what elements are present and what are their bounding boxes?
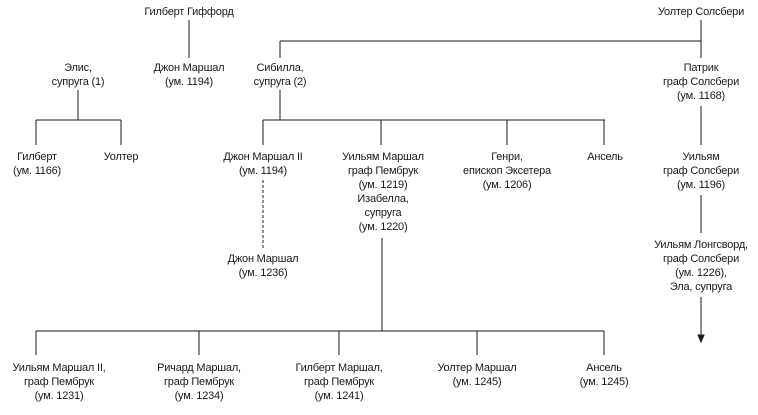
person-label-line: Джон Маршал bbox=[227, 253, 299, 265]
person-label-line: Джон Маршал bbox=[153, 62, 225, 74]
person-william-marshal-ii: Уильям Маршал II, граф Пембрук (ум. 1231) bbox=[12, 361, 105, 403]
person-label-line: Эла, супруга bbox=[669, 281, 733, 293]
person-label-line: Элис, bbox=[64, 62, 92, 74]
person-label-line: Гилберт bbox=[17, 151, 57, 163]
person-label-line: граф Солсбери bbox=[662, 76, 740, 88]
person-richard-marshal: Ричард Маршал, граф Пембрук (ум. 1234) bbox=[157, 361, 241, 403]
person-walter-salisbury: Уолтер Солсбери bbox=[658, 5, 744, 19]
person-label-line: Патрик bbox=[683, 62, 719, 74]
person-ansel-1245: Ансель (ум. 1245) bbox=[580, 361, 629, 389]
person-walter: Уолтер bbox=[104, 150, 139, 164]
person-john-marshal: Джон Маршал (ум. 1194) bbox=[154, 61, 225, 89]
person-label-line: Сибилла, bbox=[256, 62, 304, 74]
person-label-line: Уолтер Маршал bbox=[437, 362, 517, 374]
person-label-line: Изабелла, bbox=[357, 193, 409, 205]
person-william-salisbury: Уильям граф Солсбери (ум. 1196) bbox=[663, 150, 739, 192]
person-ansel: Ансель bbox=[587, 150, 623, 164]
person-john-marshal-ii: Джон Маршал II (ум. 1194) bbox=[223, 150, 303, 178]
person-label-line: Уильям bbox=[682, 151, 720, 163]
person-label-line: Гилберт Маршал, bbox=[295, 362, 383, 374]
person-label-line: Ансель bbox=[586, 362, 622, 374]
person-label-line: (ум. 1236) bbox=[238, 267, 288, 279]
person-label-line: граф Пембрук bbox=[163, 376, 235, 388]
person-gilbert-gifford: Гилберт Гиффорд bbox=[144, 5, 233, 19]
person-label-line: (ум. 1245) bbox=[452, 376, 502, 388]
person-label-line: граф Солсбери bbox=[662, 253, 740, 265]
person-label-line: епископ Эксетера bbox=[463, 165, 551, 177]
person-label-line: Уильям Маршал II, bbox=[12, 362, 106, 374]
person-label-line: (ум. 1241) bbox=[314, 390, 364, 402]
person-label-line: (ум. 1206) bbox=[482, 179, 532, 191]
arrow-down-icon bbox=[697, 334, 705, 344]
person-label-line: (ум. 1220) bbox=[358, 221, 408, 233]
person-henry: Генри, епископ Эксетера (ум. 1206) bbox=[463, 150, 551, 192]
person-john-marshal-1236: Джон Маршал (ум. 1236) bbox=[228, 252, 299, 280]
person-label-line: (ум. 1226), bbox=[675, 267, 727, 279]
person-alice: Элис, супруга (1) bbox=[52, 61, 105, 89]
person-label-line: (ум. 1234) bbox=[174, 390, 224, 402]
person-label-line: (ум. 1194) bbox=[164, 76, 214, 88]
person-label-line: (ум. 1196) bbox=[676, 179, 726, 191]
person-william-longsword: Уильям Лонгсворд, граф Солсбери (ум. 1226)… bbox=[654, 238, 748, 294]
person-gilbert-marshal: Гилберт Маршал, граф Пембрук (ум. 1241) bbox=[295, 361, 382, 403]
person-walter-marshal: Уолтер Маршал (ум. 1245) bbox=[437, 361, 516, 389]
person-sibylla: Сибилла, супруга (2) bbox=[254, 61, 307, 89]
person-label-line: Ричард Маршал, bbox=[157, 362, 241, 374]
person-label-line: Уильям Лонгсворд, bbox=[654, 239, 748, 251]
person-label-line: граф Солсбери bbox=[662, 165, 740, 177]
person-label-line: граф Пембрук bbox=[303, 376, 375, 388]
person-label-line: супруга (2) bbox=[253, 76, 307, 88]
person-william-marshal: Уильям Маршал граф Пембрук (ум. 1219) Изабе… bbox=[342, 150, 424, 234]
person-label-line: Генри, bbox=[491, 151, 523, 163]
person-label-line: супруга bbox=[364, 207, 402, 219]
person-label-line: супруга (1) bbox=[51, 76, 105, 88]
person-patrick: Патрик граф Солсбери (ум. 1168) bbox=[663, 61, 739, 103]
person-label-line: (ум. 1194) bbox=[238, 165, 288, 177]
person-label-line: Ансель bbox=[587, 151, 623, 163]
person-label-line: (ум. 1231) bbox=[34, 390, 84, 402]
person-label-line: граф Пембрук bbox=[347, 165, 419, 177]
person-label-line: (ум. 1219) bbox=[358, 179, 408, 191]
person-label-line: (ум. 1168) bbox=[676, 90, 726, 102]
person-label-line: граф Пембрук bbox=[23, 376, 95, 388]
person-gilbert: Гилберт (ум. 1166) bbox=[13, 150, 61, 178]
person-label-line: Гилберт Гиффорд bbox=[144, 6, 234, 18]
person-label-line: (ум. 1166) bbox=[12, 165, 62, 177]
person-label-line: Уолтер Солсбери bbox=[657, 6, 745, 18]
person-label-line: (ум. 1245) bbox=[579, 376, 629, 388]
person-label-line: Джон Маршал II bbox=[223, 151, 303, 163]
person-label-line: Уильям Маршал bbox=[342, 151, 424, 163]
person-label-line: Уолтер bbox=[103, 151, 139, 163]
